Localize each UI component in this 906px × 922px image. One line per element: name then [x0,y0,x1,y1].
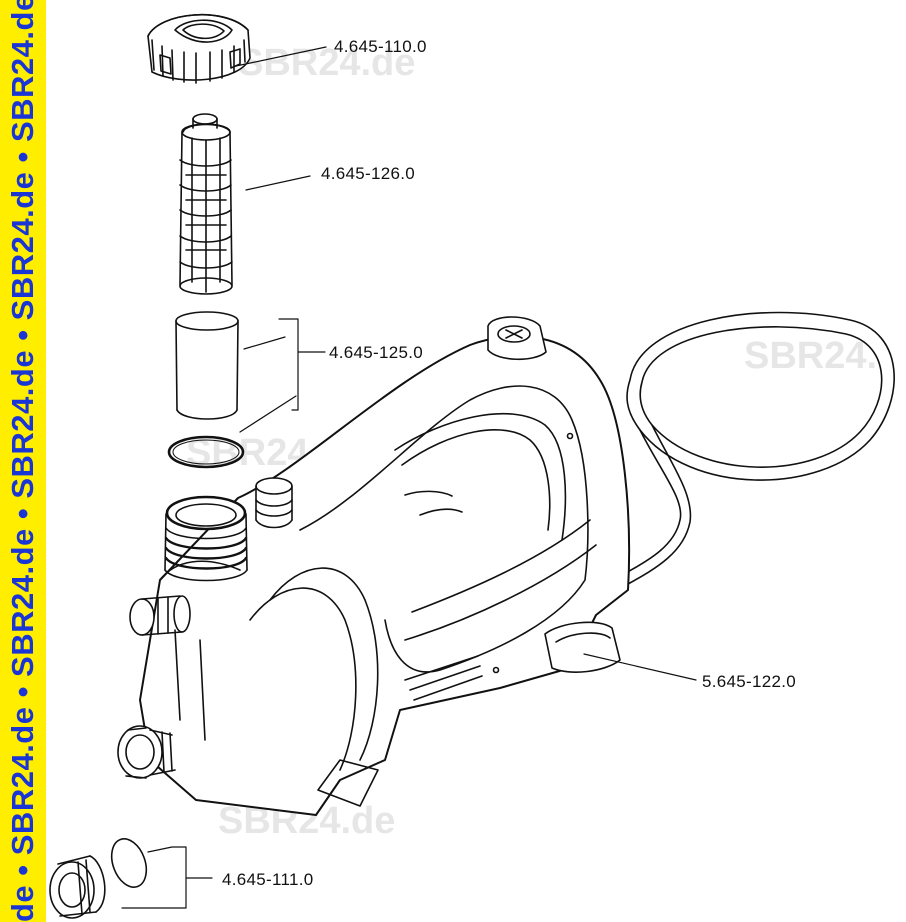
filter-cap [148,15,250,83]
part-label: 5.645-122.0 [702,672,797,691]
filter-sleeve [176,312,238,419]
drain-fitting [118,726,175,778]
leader-lines [122,47,696,908]
o-ring [169,437,243,467]
connector-nut [50,856,105,918]
flat-seal [105,834,152,892]
watermark-band: de • SBR24.de • SBR24.de • SBR24.de • SB… [0,0,46,922]
part-label: 4.645-125.0 [329,343,424,362]
filter-insert [180,114,232,294]
part-label: 4.645-110.0 [334,37,427,56]
hose [622,313,894,585]
part-label: 4.645-126.0 [321,164,416,183]
part-label: 4.645-111.0 [222,870,314,889]
side-connector [130,596,190,635]
pump-inlet-thread [165,497,247,581]
pump-housing [140,317,629,815]
pump-outlet-fitting [256,478,292,528]
